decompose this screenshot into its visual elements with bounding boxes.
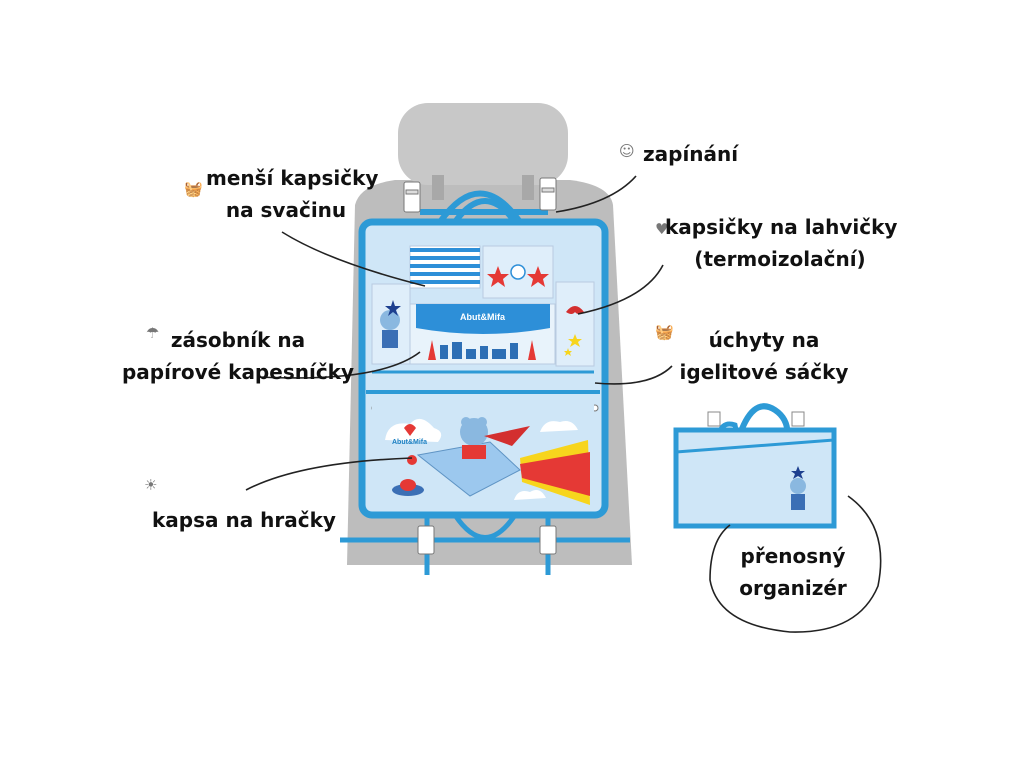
smiley-icon: ☺ [619, 142, 635, 160]
line-bottle-pockets [577, 264, 664, 315]
label-portable-organizer: přenosný organizér [718, 540, 868, 604]
top-straps [420, 190, 548, 224]
buckle-clips [403, 177, 557, 213]
basket-icon: 🧺 [655, 323, 674, 341]
organizer-body: Abut&Mifa Abut&Mifa [358, 218, 609, 519]
umbrella-icon: ☂ [146, 324, 160, 342]
label-tissue-holder-line2: papírové kapesníčky [121, 360, 355, 384]
basket-icon: 🧺 [184, 180, 203, 198]
label-portable-organizer-line2: organizér [739, 576, 847, 600]
label-tissue-holder-line1: zásobník na [170, 328, 306, 352]
label-snack-pockets-line2: na svačinu [225, 198, 347, 222]
label-bottle-pockets: kapsičky na lahvičky (termoizolační) [665, 211, 898, 275]
headrest [398, 103, 568, 185]
label-toy-pocket: kapsa na hračky [152, 508, 336, 532]
label-snack-pockets-line1: menší kapsičky [206, 166, 379, 190]
line-snack-pockets [281, 231, 426, 287]
label-bag-holders-line2: igelitové sáčky [679, 360, 849, 384]
portable-organizer-illustration [673, 403, 837, 529]
label-bag-holders: úchyty na igelitové sáčky [674, 324, 854, 388]
label-portable-organizer-line1: přenosný [740, 544, 846, 568]
line-bag-holders [594, 365, 673, 385]
line-fastening [555, 175, 637, 213]
label-tissue-holder: zásobník na papírové kapesníčky [118, 324, 358, 388]
line-tissue-holder [257, 351, 421, 379]
label-bottle-pockets-line1: kapsičky na lahvičky [665, 215, 898, 239]
portable-organizer-oval [709, 495, 882, 633]
bottom-straps [340, 513, 630, 575]
label-fastening: zapínání [643, 142, 739, 166]
label-bottle-pockets-line2: (termoizolační) [694, 247, 866, 271]
label-snack-pockets: menší kapsičky na svačinu [206, 162, 379, 226]
label-bag-holders-line1: úchyty na [708, 328, 820, 352]
brand-cloud-text: Abut&Mifa [392, 439, 427, 446]
heart-icon: ♥ [655, 220, 669, 238]
line-toy-pocket [245, 457, 413, 491]
brand-logo-text: Abut&Mifa [460, 312, 506, 322]
callout-lines [245, 175, 673, 491]
sun-icon: ☀ [144, 476, 158, 494]
